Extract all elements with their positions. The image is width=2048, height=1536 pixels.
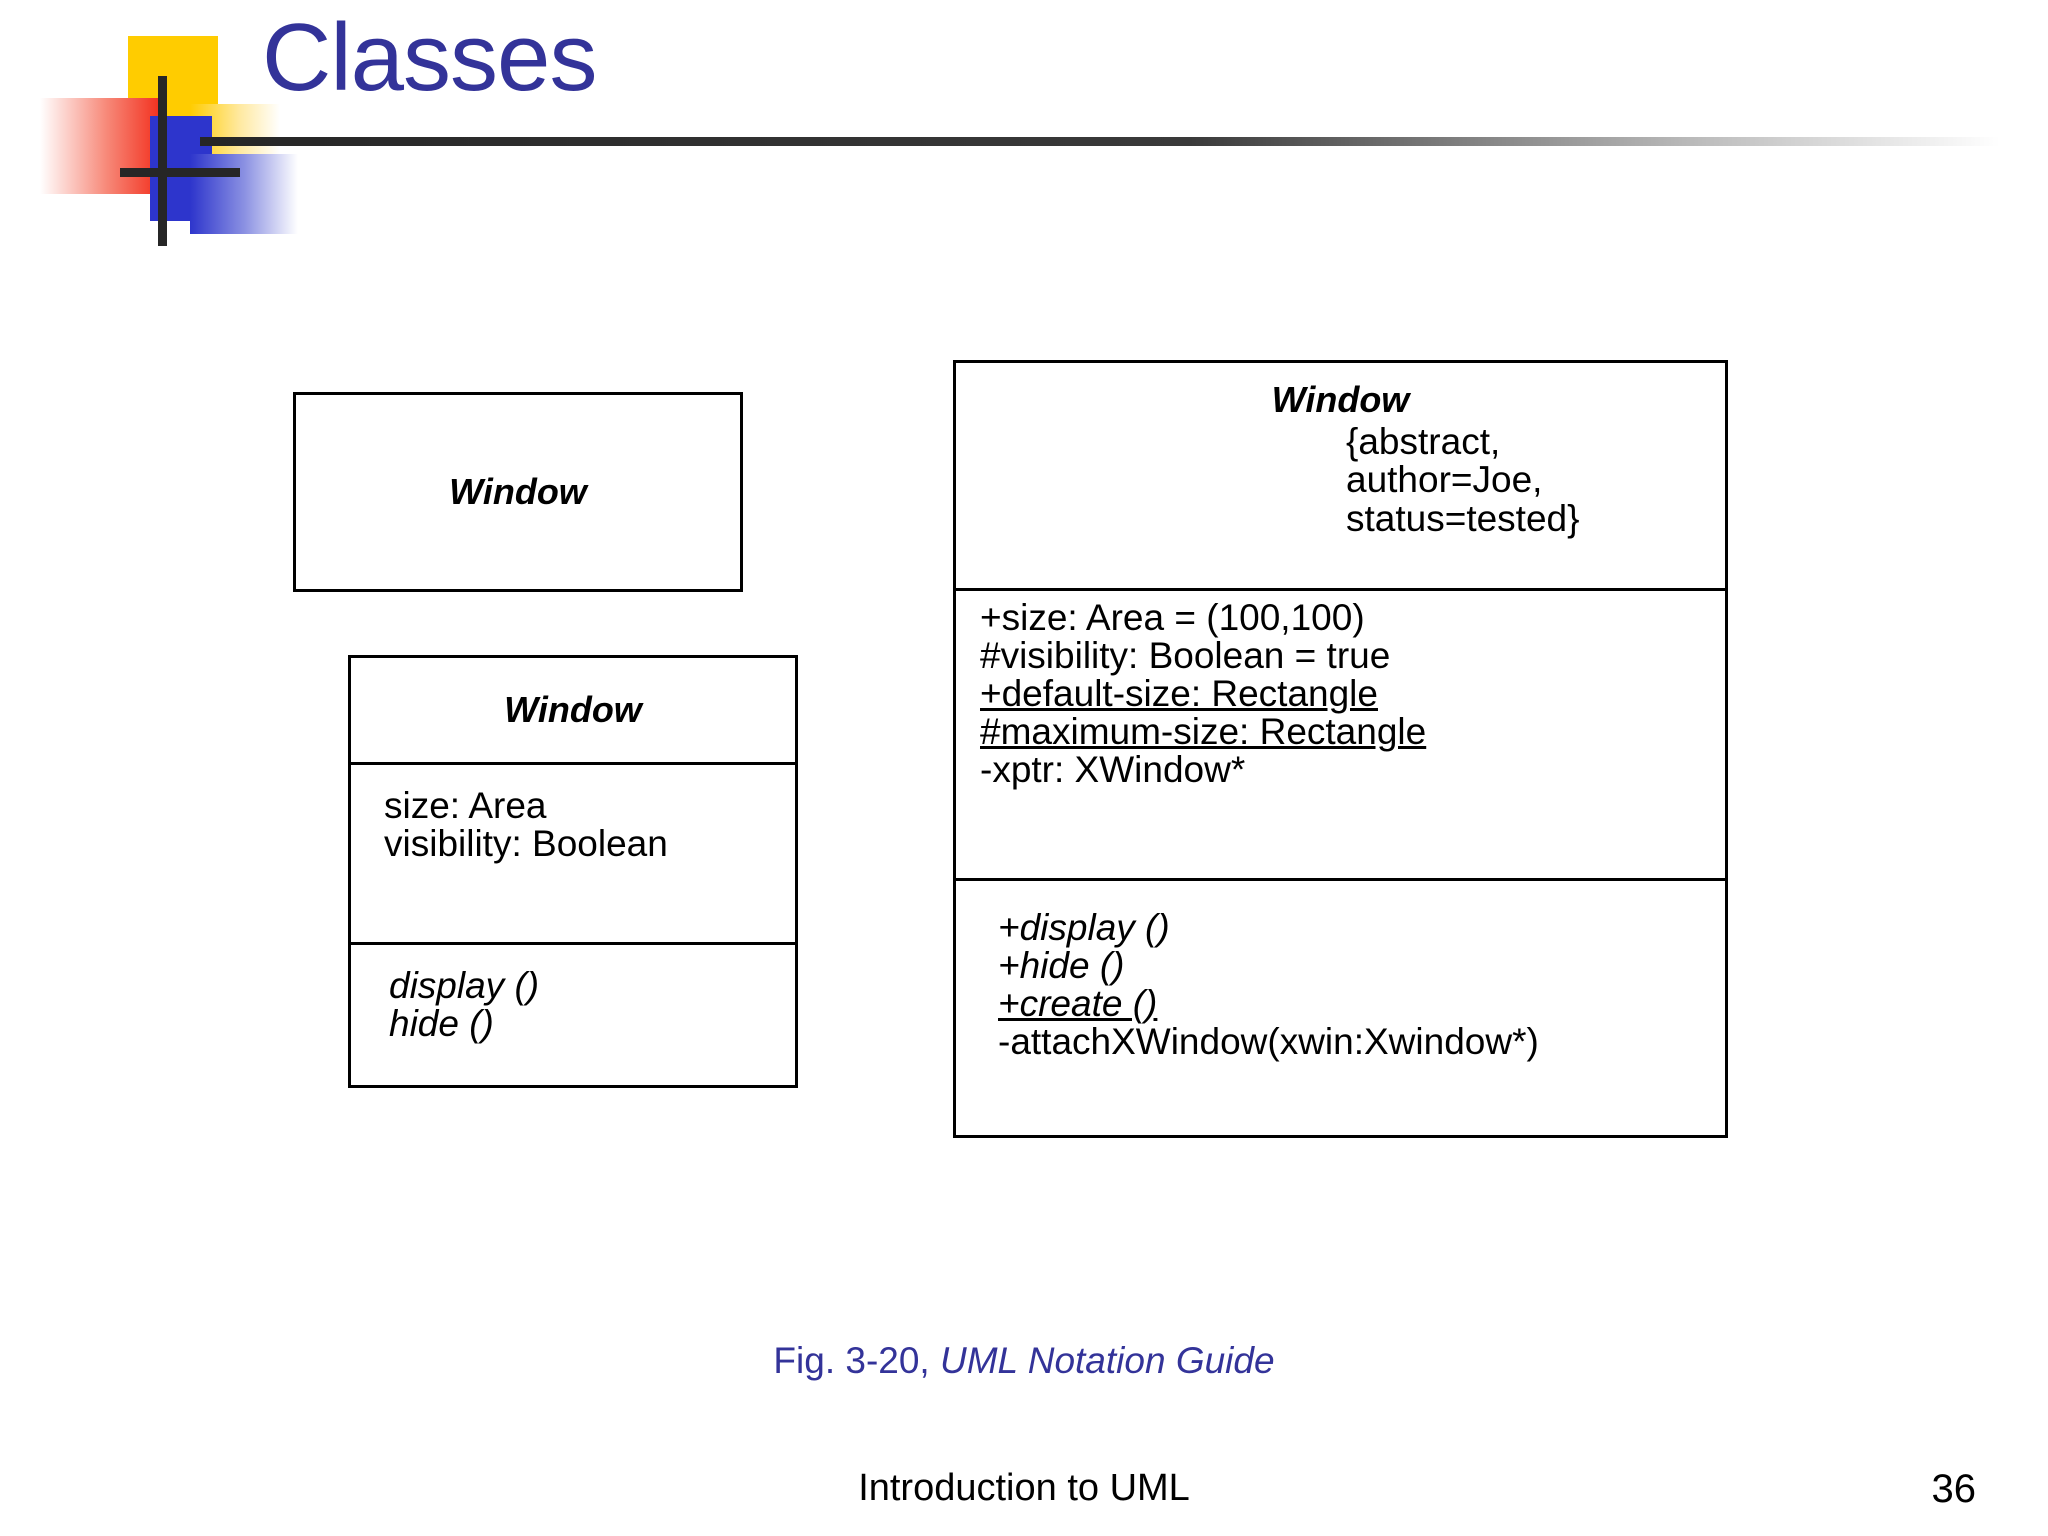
decorative-logo — [40, 18, 298, 303]
tagged-value-line: status=tested} — [1346, 497, 1580, 539]
operations-compartment: +display () +hide () +create () -attachX… — [956, 878, 1725, 1136]
logo-cross-horizontal-bar — [120, 168, 240, 177]
slide-header: Classes — [0, 0, 2048, 310]
attribute-line: +size: Area = (100,100) — [980, 597, 1365, 638]
class-name-compartment: Window {abstract, author=Joe, status=tes… — [956, 363, 1725, 588]
figure-caption-prefix: Fig. 3-20, — [773, 1340, 940, 1381]
class-name-compartment: Window — [351, 658, 795, 762]
operation-line-static: +create () — [998, 983, 1158, 1025]
figure-caption-source: UML Notation Guide — [940, 1340, 1275, 1381]
attributes-compartment: size: Area visibility: Boolean — [351, 762, 795, 942]
operation-line: -attachXWindow(xwin:Xwindow*) — [998, 1021, 1539, 1063]
attribute-line-static: #maximum-size: Rectangle — [980, 711, 1427, 753]
logo-blue-gradient-square — [190, 154, 298, 234]
logo-cross-vertical-bar — [158, 76, 167, 246]
class-name-label: Window — [449, 471, 587, 512]
attribute-line: size: Area — [384, 785, 547, 826]
attribute-line-static: +default-size: Rectangle — [980, 673, 1378, 715]
title-divider-rule — [200, 137, 2000, 146]
tagged-value-line: {abstract, — [1346, 421, 1501, 462]
operation-line: hide () — [389, 1003, 494, 1045]
footer-deck-title: Introduction to UML — [858, 1467, 1190, 1509]
class-name-compartment: Window — [296, 395, 740, 589]
tagged-value-line: author=Joe, — [1346, 459, 1543, 501]
uml-class-box-with-members: Window size: Area visibility: Boolean di… — [348, 655, 798, 1088]
logo-red-gradient-square — [40, 98, 162, 194]
uml-class-box-detailed: Window {abstract, author=Joe, status=tes… — [953, 360, 1728, 1138]
figure-caption: Fig. 3-20, UML Notation Guide — [0, 1340, 2048, 1382]
attribute-line: visibility: Boolean — [384, 823, 668, 865]
page-title: Classes — [262, 4, 597, 111]
uml-class-box-simple: Window — [293, 392, 743, 592]
operation-line: display () — [389, 965, 540, 1006]
class-name-label: Window — [1271, 379, 1410, 420]
operation-line: +display () — [998, 907, 1170, 948]
operation-line: +hide () — [998, 945, 1125, 987]
class-name-label: Window — [504, 689, 642, 730]
attribute-line: #visibility: Boolean = true — [980, 635, 1391, 677]
attribute-line: -xptr: XWindow* — [980, 749, 1246, 791]
operations-compartment: display () hide () — [351, 942, 795, 1088]
attributes-compartment: +size: Area = (100,100) #visibility: Boo… — [956, 588, 1725, 878]
footer-page-number: 36 — [1931, 1467, 1977, 1511]
tagged-values-block: {abstract, author=Joe, status=tested} — [1346, 421, 1725, 539]
